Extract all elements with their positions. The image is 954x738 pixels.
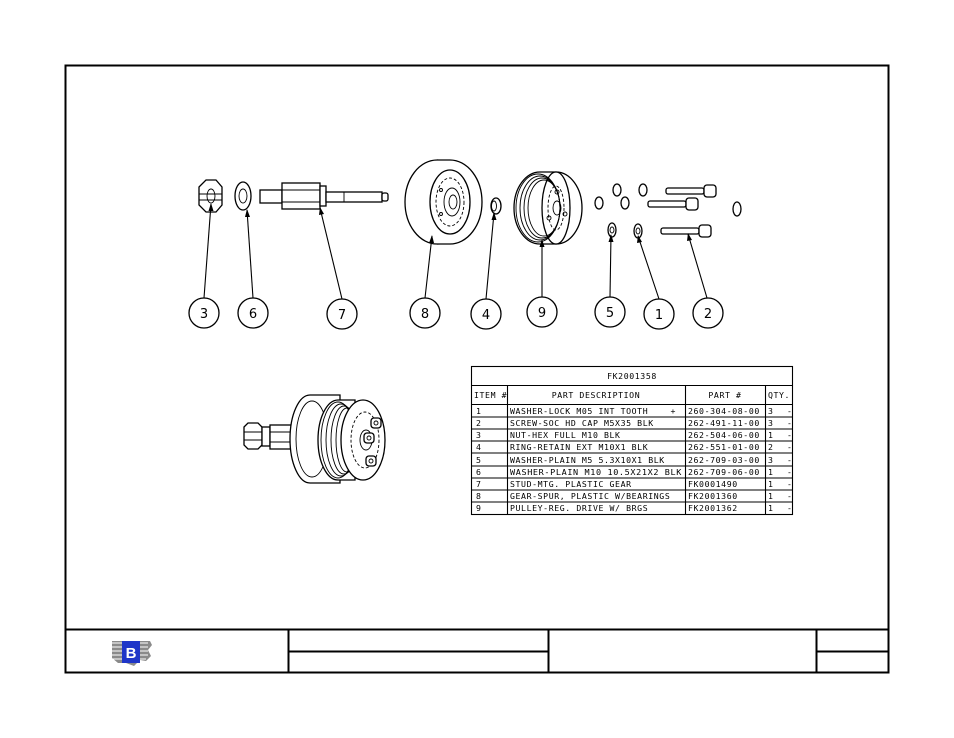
bom-qty: 1: [768, 479, 774, 489]
bom-item: 7: [476, 479, 482, 489]
bom-item: 4: [476, 442, 482, 452]
table-row: 5 WASHER-PLAIN M5 5.3X10X1 BLK 262-709-0…: [476, 455, 793, 465]
bom-mark: -: [787, 491, 793, 501]
bom-qty: 2: [768, 442, 774, 452]
bom-qty: 1: [768, 467, 774, 477]
cap-screw-drawing: [647, 184, 717, 238]
bom-description: PULLEY-REG. DRIVE W/ BRGS: [510, 503, 648, 513]
washer-m5-drawing: [594, 196, 630, 238]
bom-mark: -: [787, 406, 793, 416]
bom-item: 2: [476, 418, 482, 428]
bom-mark: -: [787, 442, 793, 452]
spur-gear-drawing: [404, 159, 483, 245]
table-row: 8 GEAR-SPUR, PLASTIC W/BEARINGS FK200136…: [476, 491, 793, 501]
bom-description: RING-RETAIN EXT M10X1 BLK: [510, 442, 648, 452]
bom-item: 5: [476, 455, 482, 465]
balloon-label: 3: [200, 307, 208, 322]
balloon-2: 2: [692, 297, 724, 329]
stud-drawing: [259, 182, 389, 210]
balloon-label: 7: [338, 308, 346, 323]
bom-part: 262-504-06-00: [688, 430, 760, 440]
balloon-1: 1: [643, 298, 675, 330]
bom-header-qty: QTY.: [768, 390, 790, 400]
bom-description: WASHER-PLAIN M10 10.5X21X2 BLK: [510, 467, 682, 477]
balloon-label: 5: [606, 306, 614, 321]
bom-mark: -: [787, 479, 793, 489]
bom-description: STUD-MTG. PLASTIC GEAR: [510, 479, 632, 489]
balloon-9: 9: [526, 296, 558, 328]
bom-part: 262-491-11-00: [688, 418, 760, 428]
bom-item: 3: [476, 430, 482, 440]
bom-header-item: ITEM #: [474, 390, 507, 400]
bom-part: 260-304-08-00: [688, 406, 760, 416]
bom-column-lines: [506, 385, 767, 515]
table-row: 4 RING-RETAIN EXT M10X1 BLK 262-551-01-0…: [476, 442, 793, 452]
balloon-label: 2: [704, 307, 712, 322]
table-row: 6 WASHER-PLAIN M10 10.5X21X2 BLK 262-709…: [476, 467, 793, 477]
bom-mark: -: [787, 467, 793, 477]
bom-header-part: PART #: [708, 390, 741, 400]
balloon-label: 6: [249, 307, 257, 322]
balloon-3: 3: [188, 297, 220, 329]
title-block: [65, 628, 889, 673]
logo-letter: B: [126, 645, 137, 662]
balloon-5: 5: [594, 296, 626, 328]
bom-qty: 3: [768, 418, 774, 428]
bom-mark: -: [787, 418, 793, 428]
bom-qty: 1: [768, 430, 774, 440]
retaining-ring-drawing: [490, 197, 502, 215]
bom-part: 262-709-06-00: [688, 467, 760, 477]
bom-part: FK0001490: [688, 479, 738, 489]
table-row: 7 STUD-MTG. PLASTIC GEAR FK0001490 1 -: [476, 479, 793, 489]
assembled-view: [243, 394, 386, 484]
bill-of-materials: FK2001358 ITEM # PART DESCRIPTION PART #…: [470, 365, 794, 516]
bom-mark: -: [787, 503, 793, 513]
lock-washer-drawing: [612, 183, 742, 239]
bom-part: FK2001360: [688, 491, 738, 501]
bom-flag: +: [670, 406, 676, 416]
bom-header-description: PART DESCRIPTION: [552, 390, 640, 400]
table-row: 1 WASHER-LOCK M05 INT TOOTH + 260-304-08…: [476, 406, 793, 416]
bom-part: FK2001362: [688, 503, 738, 513]
bom-item: 9: [476, 503, 482, 513]
table-row: 3 NUT-HEX FULL M10 BLK 262-504-06-00 1 -: [476, 430, 793, 440]
bom-assembly-number: FK2001358: [607, 371, 657, 381]
pulley-drawing: [513, 171, 583, 245]
bom-mark: -: [787, 430, 793, 440]
bom-description: SCREW-SOC HD CAP M5X35 BLK: [510, 418, 654, 428]
bom-item: 8: [476, 491, 482, 501]
balloon-8: 8: [409, 297, 441, 329]
exploded-view: 3 6 7 8 4 9 5 1 2: [188, 159, 742, 330]
balloon-6: 6: [237, 297, 269, 329]
table-row: 2 SCREW-SOC HD CAP M5X35 BLK 262-491-11-…: [476, 418, 793, 428]
bom-part: 262-551-01-00: [688, 442, 760, 452]
bom-qty: 1: [768, 503, 774, 513]
bom-item: 1: [476, 406, 482, 416]
balloon-label: 9: [538, 306, 546, 321]
bom-part: 262-709-03-00: [688, 455, 760, 465]
balloon-4: 4: [470, 298, 502, 330]
bom-mark: -: [787, 455, 793, 465]
company-logo-icon: B: [112, 641, 152, 666]
washer-m10-drawing: [234, 181, 252, 211]
bom-qty: 3: [768, 455, 774, 465]
bom-row-lines: [471, 416, 793, 503]
bom-qty: 3: [768, 406, 774, 416]
bom-description: GEAR-SPUR, PLASTIC W/BEARINGS: [510, 491, 670, 501]
bom-qty: 1: [768, 491, 774, 501]
bom-description: NUT-HEX FULL M10 BLK: [510, 430, 621, 440]
balloon-label: 1: [655, 308, 663, 323]
balloon-label: 8: [421, 307, 429, 322]
table-row: 9 PULLEY-REG. DRIVE W/ BRGS FK2001362 1 …: [476, 503, 793, 513]
leader-lines: [203, 203, 708, 300]
bom-description: WASHER-PLAIN M5 5.3X10X1 BLK: [510, 455, 665, 465]
bom-description: WASHER-LOCK M05 INT TOOTH: [510, 406, 648, 416]
balloon-label: 4: [482, 308, 490, 323]
balloon-7: 7: [326, 298, 358, 330]
bom-item: 6: [476, 467, 482, 477]
